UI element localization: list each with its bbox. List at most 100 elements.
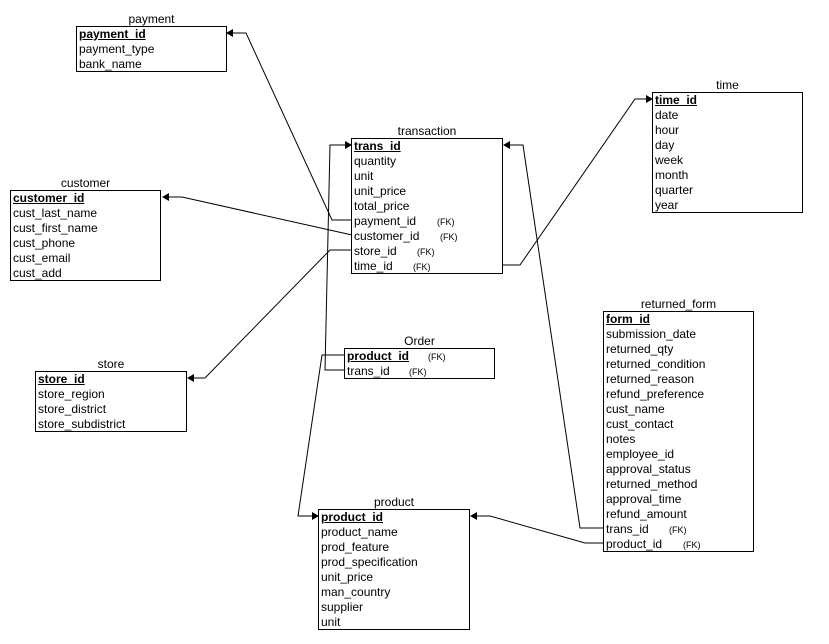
fk-field-row: store_id (FK) (354, 244, 502, 259)
field: hour (655, 123, 680, 137)
field: cust_last_name (13, 206, 98, 220)
arrowhead-transaction-left (345, 141, 352, 149)
arrowhead-customer (162, 193, 169, 201)
field: week (655, 153, 684, 167)
field: unit_price (321, 570, 374, 584)
field: quarter (655, 183, 694, 197)
field: employee_id (606, 447, 675, 461)
rel-line-order-transaction (324, 144, 346, 371)
entity-title: transaction (397, 124, 457, 138)
pk-field: store_id (38, 372, 85, 386)
field: cust_add (13, 266, 62, 280)
fk-field-row: trans_id (FK) (606, 522, 753, 537)
field: unit (354, 169, 374, 183)
pk-field: form_id (606, 312, 651, 326)
entity-title: customer (60, 176, 111, 190)
field: unit (321, 615, 341, 629)
fk-marker: (FK) (413, 262, 431, 272)
field: store_district (38, 402, 107, 416)
field: product_id (606, 537, 663, 551)
field: returned_method (606, 477, 698, 491)
field: store_region (38, 387, 105, 401)
field: man_country (321, 585, 391, 599)
fk-marker: (FK) (437, 217, 455, 227)
field: cust_name (606, 402, 665, 416)
entity-product[interactable]: product product_id product_name prod_fea… (318, 495, 470, 630)
field: month (655, 168, 689, 182)
field: approval_status (606, 462, 691, 476)
field: cust_first_name (13, 221, 98, 235)
arrowhead-time (646, 95, 653, 103)
field: date (655, 108, 679, 122)
arrowhead-payment (226, 29, 233, 37)
arrowhead-store (187, 374, 194, 382)
arrowhead-product-left (312, 512, 319, 520)
field: store_id (354, 244, 397, 258)
field: product_name (321, 525, 398, 539)
field: prod_specification (321, 555, 418, 569)
field: quantity (354, 154, 397, 168)
field: unit_price (354, 184, 407, 198)
entity-title: returned_form (640, 297, 717, 311)
entity-title: Order (404, 334, 435, 348)
field: refund_amount (606, 507, 687, 521)
fk-field-row: payment_id (FK) (354, 214, 502, 229)
field: cust_contact (606, 417, 674, 431)
field: total_price (354, 199, 410, 213)
fk-field-row: product_id(FK) (606, 537, 753, 552)
pk-field: product_id (321, 510, 383, 524)
field: payment_type (79, 42, 155, 56)
field: supplier (321, 600, 364, 614)
fk-marker: (FK) (428, 352, 446, 362)
rel-line-transaction-time (503, 98, 647, 266)
pk-field: customer_id (13, 191, 85, 205)
rel-line-transaction-payment (232, 32, 352, 221)
field: cust_email (13, 251, 71, 265)
field: day (655, 138, 675, 152)
pk-field-row: product_id (FK) (347, 349, 494, 364)
pk-field: payment_id (79, 27, 146, 41)
entity-customer[interactable]: customer customer_id cust_last_name cust… (10, 176, 161, 281)
field: returned_condition (606, 357, 706, 371)
rel-line-order-product (297, 354, 345, 517)
fk-marker: (FK) (417, 247, 435, 257)
entity-title: payment (128, 12, 175, 26)
rel-line-transaction-customer (168, 196, 353, 236)
entity-title: store (97, 357, 125, 371)
field: store_subdistrict (38, 417, 126, 431)
field: bank_name (79, 57, 142, 71)
field: year (655, 198, 679, 212)
field: refund_preference (606, 387, 705, 401)
field: submission_date (606, 327, 697, 341)
arrowhead-transaction-right (503, 141, 510, 149)
entity-returned-form[interactable]: returned_form form_id submission_date re… (603, 297, 754, 552)
fk-marker: (FK) (440, 232, 458, 242)
rel-line-returned-product (476, 515, 604, 544)
fk-field-row: customer_id (FK) (354, 229, 502, 244)
field: time_id (354, 259, 393, 273)
field: trans_id (606, 522, 649, 536)
field: returned_qty (606, 342, 674, 356)
entity-payment[interactable]: payment payment_id payment_type bank_nam… (76, 12, 227, 72)
fk-field-row: time_id (FK) (354, 259, 502, 274)
fk-marker: (FK) (669, 525, 687, 535)
field: customer_id (354, 229, 420, 243)
pk-field: time_id (655, 93, 698, 107)
field: prod_feature (321, 540, 390, 554)
entity-title: product (373, 495, 415, 509)
field: payment_id (354, 214, 417, 228)
entity-transaction[interactable]: transaction trans_id quantity unit unit_… (351, 124, 503, 274)
field: trans_id (347, 364, 390, 378)
entity-order[interactable]: Order product_id(FK) trans_id(FK) (344, 334, 495, 379)
fk-marker: (FK) (409, 367, 427, 377)
pk-field: product_id (347, 349, 409, 363)
fk-field-row: trans_id (FK) (347, 364, 494, 379)
arrowhead-product-right (470, 512, 477, 520)
entity-time[interactable]: time time_id date hour day week month qu… (652, 78, 803, 213)
entity-store[interactable]: store store_id store_region store_distri… (35, 357, 187, 432)
rel-line-transaction-store (193, 249, 352, 379)
field: cust_phone (13, 236, 76, 250)
field: approval_time (606, 492, 682, 506)
field: notes (606, 432, 636, 446)
